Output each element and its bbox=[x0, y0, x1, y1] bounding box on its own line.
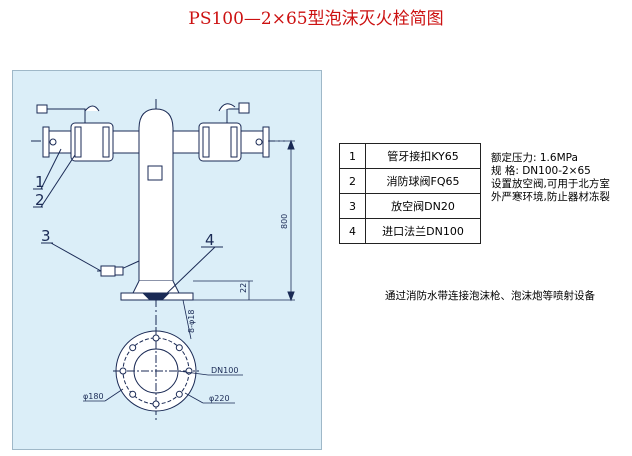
table-row: 1 管牙接扣KY65 bbox=[339, 143, 481, 169]
part-name: 放空阀DN20 bbox=[365, 193, 481, 219]
dn100-text: DN100 bbox=[211, 366, 238, 375]
leader-3 bbox=[50, 242, 102, 272]
column-window bbox=[147, 165, 163, 181]
spec-drain-line2: 外严寒环境,防止器材冻裂 bbox=[491, 191, 610, 203]
leader-4 bbox=[162, 246, 216, 298]
table-row: 3 放空阀DN20 bbox=[339, 193, 481, 219]
part-index: 4 bbox=[339, 218, 366, 244]
part-index: 2 bbox=[339, 168, 366, 194]
table-row: 2 消防球阀FQ65 bbox=[339, 168, 481, 194]
hydrant-drawing: 1 2 3 4 800 22 8-φ18 DN100 φ180 φ220 bbox=[12, 70, 322, 450]
spec-size: 规 格: DN100-2×65 bbox=[491, 165, 591, 177]
dim-800-text: 800 bbox=[280, 214, 289, 229]
callout-4: 4 bbox=[205, 231, 215, 249]
part-name: 进口法兰DN100 bbox=[365, 218, 481, 244]
spec-drain-line1: 设置放空阀,可用于北方室 bbox=[491, 178, 610, 190]
leader-2 bbox=[40, 154, 76, 208]
part-index: 3 bbox=[339, 193, 366, 219]
left-handle bbox=[45, 108, 86, 123]
right-arm bbox=[172, 130, 200, 154]
left-arm bbox=[112, 130, 140, 154]
drain-valve bbox=[100, 265, 116, 277]
column-taper bbox=[132, 280, 180, 294]
callout-2: 2 bbox=[35, 191, 45, 209]
spec-pressure: 额定压力: 1.6MPa bbox=[491, 152, 578, 164]
part-name: 管牙接扣KY65 bbox=[365, 143, 481, 169]
callout-1: 1 bbox=[35, 173, 45, 191]
hydrant-diagram-svg: 1 2 3 4 800 22 8-φ18 DN100 φ180 φ220 bbox=[31, 99, 295, 423]
usage-note: 通过消防水带连接泡沫枪、泡沫炮等喷射设备 bbox=[385, 290, 595, 302]
part-name: 消防球阀FQ65 bbox=[365, 168, 481, 194]
parts-table: 1 管牙接扣KY65 2 消防球阀FQ65 3 放空阀DN20 4 进口法兰DN… bbox=[339, 143, 481, 244]
dim-22-text: 22 bbox=[239, 283, 248, 293]
main-column bbox=[138, 108, 174, 282]
part-index: 1 bbox=[339, 143, 366, 169]
phi220-text: φ220 bbox=[209, 394, 230, 403]
phi180-text: φ180 bbox=[83, 392, 104, 401]
callout-3: 3 bbox=[41, 227, 51, 245]
base-gasket bbox=[141, 292, 171, 300]
spec-block: 额定压力: 1.6MPa 规 格: DN100-2×65 设置放空阀,可用于北方… bbox=[491, 152, 631, 204]
leader-1 bbox=[40, 148, 62, 190]
page-title: PS100—2×65型泡沫灭火栓简图 bbox=[188, 9, 444, 29]
table-row: 4 进口法兰DN100 bbox=[339, 218, 481, 244]
bolt-hole-text: 8-φ18 bbox=[187, 310, 196, 333]
